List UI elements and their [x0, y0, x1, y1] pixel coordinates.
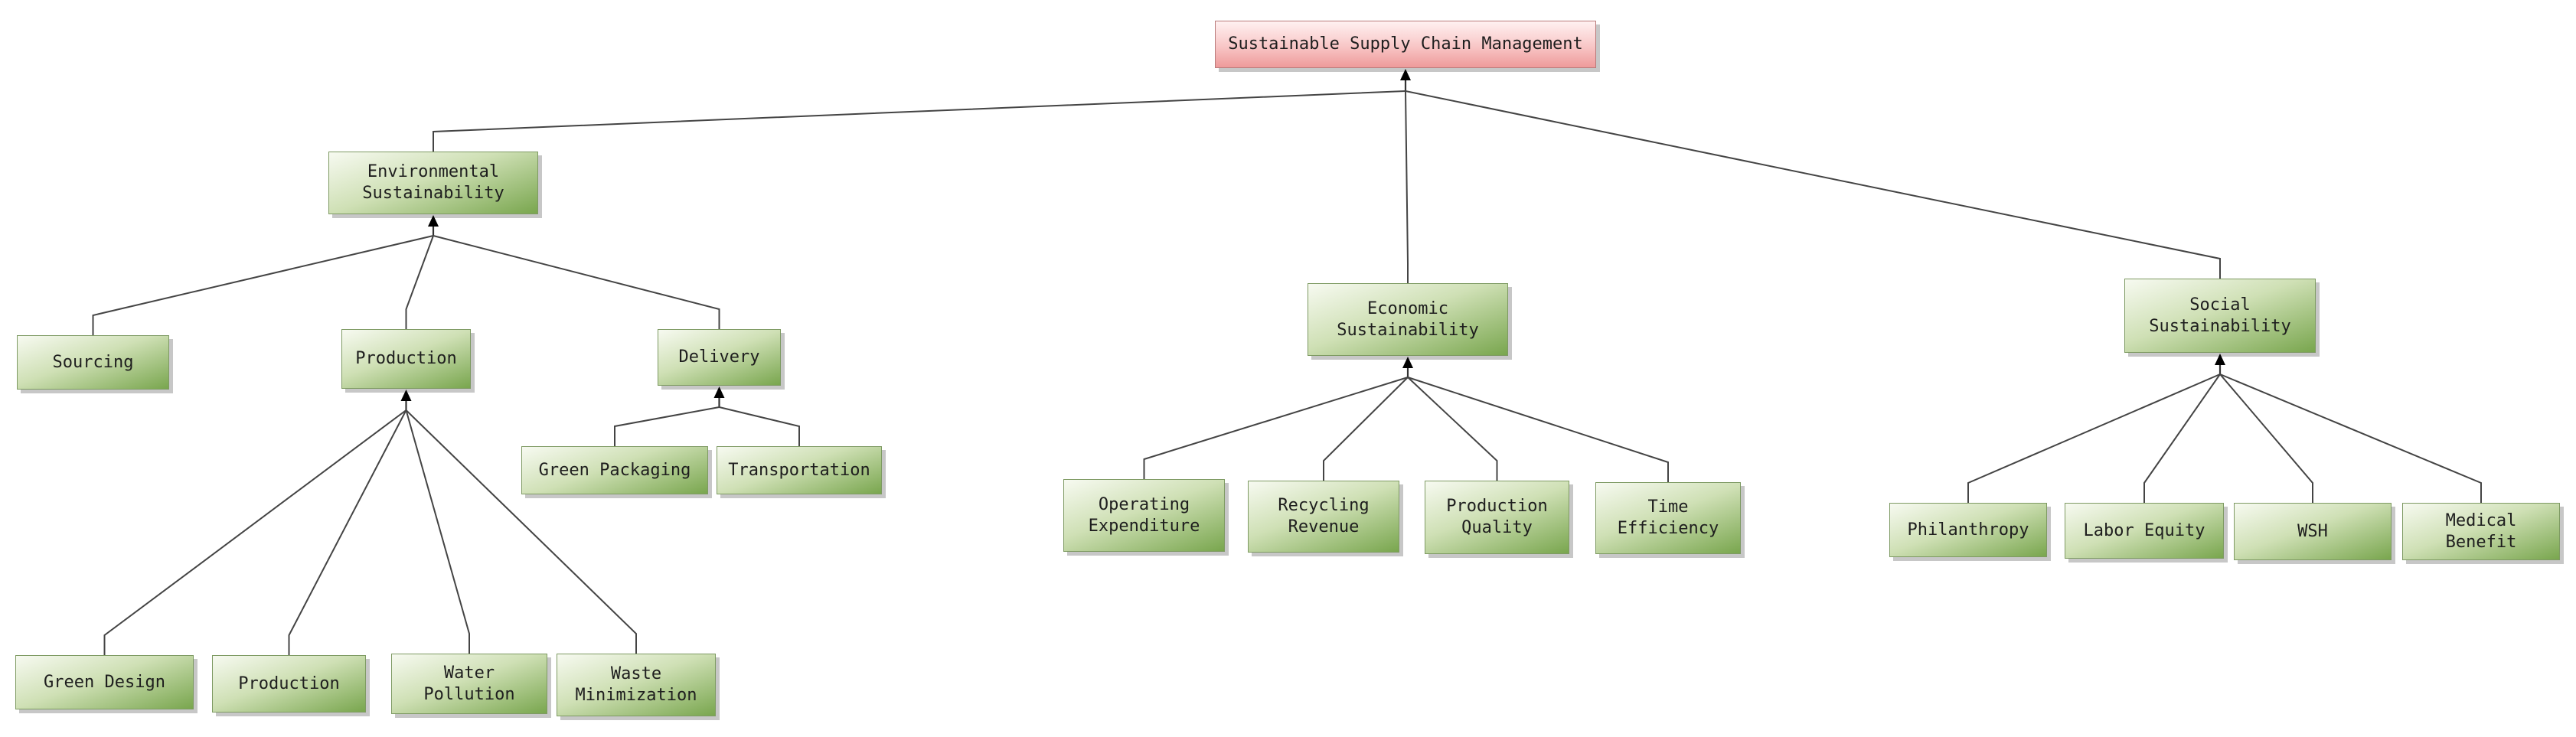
node-label: Delivery — [678, 347, 760, 367]
node-label: Social Sustainability — [2149, 295, 2291, 336]
node-label: Green Packaging — [538, 460, 691, 480]
connector-eco-production-quality — [1407, 377, 1498, 481]
node-operating-expenditure[interactable]: Operating Expenditure — [1063, 479, 1225, 552]
node-label: Time Efficiency — [1617, 497, 1719, 538]
connector-arrowhead — [2215, 354, 2225, 365]
node-label: Sustainable Supply Chain Management — [1228, 34, 1583, 54]
node-time-efficiency[interactable]: Time Efficiency — [1595, 482, 1741, 554]
connector-group-soc — [1967, 354, 2482, 503]
connector-eco-time-efficiency — [1407, 377, 1669, 482]
node-label: Medical Benefit — [2445, 510, 2517, 552]
node-wsh[interactable]: WSH — [2234, 503, 2392, 560]
connector-arrowhead — [1402, 357, 1413, 368]
connector-root-env — [433, 90, 1406, 152]
node-label: Labor Equity — [2083, 520, 2205, 540]
connector-env-sourcing — [92, 235, 434, 335]
node-label: Economic Sustainability — [1337, 298, 1479, 340]
node-medical-benefit[interactable]: Medical Benefit — [2402, 503, 2560, 560]
connector-root-eco — [1405, 90, 1409, 283]
connector-delivery-transportation — [719, 406, 800, 446]
node-label: Sourcing — [52, 352, 134, 372]
node-green-design[interactable]: Green Design — [15, 655, 194, 709]
connector-arrowhead — [400, 390, 412, 401]
node-waste-minimization[interactable]: Waste Minimization — [557, 654, 716, 716]
node-label: Environmental Sustainability — [362, 162, 504, 203]
connector-production-water-pollution — [405, 409, 470, 654]
node-production-quality[interactable]: Production Quality — [1425, 481, 1569, 554]
node-label: Philanthropy — [1907, 520, 2029, 540]
connector-soc-philanthropy — [1967, 373, 2221, 503]
node-label: Production — [355, 349, 457, 368]
node-social-sustainability[interactable]: Social Sustainability — [2124, 279, 2316, 353]
node-labor-equity[interactable]: Labor Equity — [2065, 503, 2224, 559]
connector-env-delivery — [433, 235, 720, 329]
node-label: WSH — [2297, 521, 2328, 541]
connector-arrowhead — [713, 386, 725, 398]
node-label: Transportation — [728, 460, 870, 480]
node-transportation[interactable]: Transportation — [717, 446, 882, 494]
node-delivery[interactable]: Delivery — [658, 329, 781, 386]
node-production[interactable]: Production — [341, 329, 471, 389]
connector-delivery-green-packaging — [614, 406, 720, 446]
node-label: Water Pollution — [423, 663, 515, 704]
node-label: Operating Expenditure — [1088, 494, 1200, 536]
node-recycling-revenue[interactable]: Recycling Revenue — [1248, 481, 1399, 553]
connector-env-production — [405, 235, 434, 329]
root-node-sustainable-supply-chain-management[interactable]: Sustainable Supply Chain Management — [1215, 21, 1596, 68]
node-production-sub[interactable]: Production — [212, 655, 366, 713]
node-environmental-sustainability[interactable]: Environmental Sustainability — [328, 152, 538, 214]
connector-group-env — [92, 215, 720, 335]
connector-production-waste-minimization — [405, 409, 637, 654]
node-philanthropy[interactable]: Philanthropy — [1889, 503, 2047, 557]
connector-soc-medical-benefit — [2219, 373, 2482, 503]
connector-group-production — [103, 390, 637, 655]
connector-arrowhead — [1400, 69, 1411, 80]
connector-group-eco — [1143, 357, 1669, 482]
node-water-pollution[interactable]: Water Pollution — [391, 654, 547, 714]
connector-group-delivery — [614, 386, 800, 446]
node-sourcing[interactable]: Sourcing — [17, 335, 169, 390]
connector-soc-wsh — [2219, 373, 2313, 503]
node-label: Production — [238, 673, 340, 693]
connector-soc-labor-equity — [2143, 373, 2221, 503]
connector-arrowhead — [428, 215, 439, 227]
node-label: Green Design — [44, 672, 165, 692]
connector-group-root — [433, 69, 2221, 283]
node-green-packaging[interactable]: Green Packaging — [521, 446, 708, 494]
node-label: Recycling Revenue — [1278, 496, 1370, 536]
connector-eco-operating-expenditure — [1143, 377, 1409, 479]
connector-eco-recycling-revenue — [1323, 377, 1409, 481]
connector-production-production-sub — [288, 409, 407, 655]
connector-production-green-design — [103, 409, 407, 655]
connector-root-soc — [1405, 90, 2221, 279]
node-label: Waste Minimization — [575, 664, 697, 705]
node-label: Production Quality — [1446, 497, 1548, 537]
node-economic-sustainability[interactable]: Economic Sustainability — [1308, 283, 1508, 356]
